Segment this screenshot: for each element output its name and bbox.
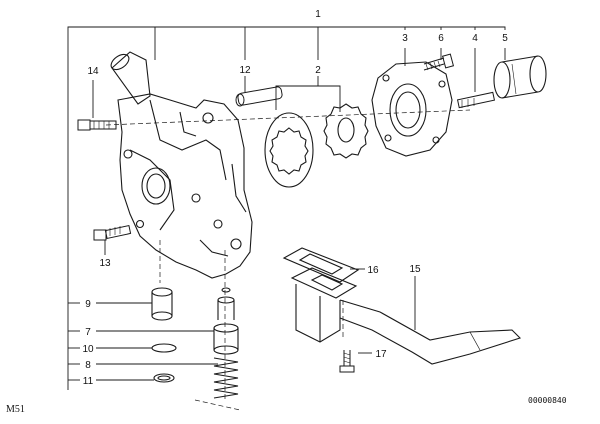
oring-item-10 [151,343,177,353]
dowel-item-12 [235,86,283,107]
label-part-9: 9 [85,299,91,310]
label-part-4: 4 [472,33,478,44]
label-part-7: 7 [85,327,91,338]
cover-plate [371,61,453,157]
drawing-number: 00000840 [528,396,567,405]
label-part-8: 8 [85,360,91,371]
assembly-axis-lines [105,109,471,411]
spring-item-8 [213,357,239,399]
label-part-1: 1 [315,9,321,20]
label-part-6: 6 [438,33,444,44]
oil-pickup-item-15 [290,267,522,365]
label-part-15: 15 [409,264,421,275]
bolt-item-14 [77,119,117,131]
label-part-3: 3 [402,33,408,44]
label-part-11: 11 [83,376,94,387]
label-part-16: 16 [367,265,379,276]
oil-pump-housing [110,51,253,279]
label-part-17: 17 [375,349,387,360]
label-part-2: 2 [315,65,321,76]
circlip-item-11 [153,373,175,383]
outer-rotor [264,112,314,188]
plug-item-9 [151,287,173,321]
model-code: M51 [6,404,25,415]
label-part-10: 10 [82,344,94,355]
label-part-13: 13 [99,258,111,269]
callout-lines [67,26,506,390]
label-part-12: 12 [239,65,251,76]
sleeve [493,55,547,99]
pin-item-4 [456,91,496,109]
screw-item-6 [423,53,455,71]
gasket-item-16 [282,247,360,283]
label-part-14: 14 [87,66,99,77]
label-part-5: 5 [502,33,508,44]
bolt-item-13 [93,224,132,241]
part-number-labels: 1 2 3 4 5 6 7 8 9 10 11 12 13 14 15 16 1… [82,6,512,387]
piston-item-7 [213,287,239,355]
inner-rotor [323,103,369,159]
screw-item-17 [339,350,355,373]
